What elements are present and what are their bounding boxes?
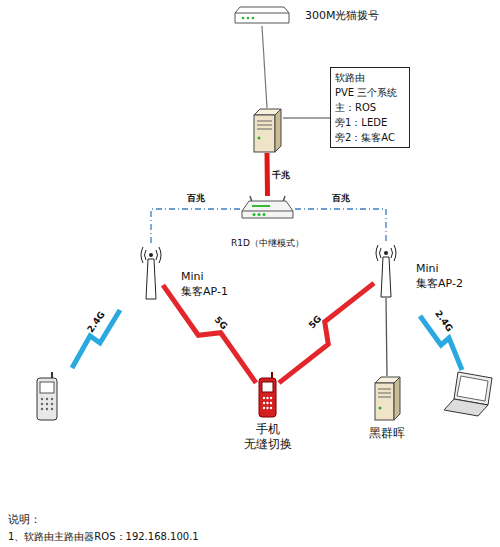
- access-point: Mini 集客AP-1: [139, 245, 163, 300]
- link-label: 5G: [213, 315, 230, 332]
- note-line: 软路由: [335, 70, 405, 85]
- leader-line: [283, 118, 330, 119]
- device-label: 黑群晖: [357, 426, 417, 441]
- laptop-icon: [444, 372, 492, 416]
- device-label: 手机 无缝切换: [232, 422, 303, 452]
- note-line: PVE 三个系统: [335, 85, 405, 100]
- nas-server: 黑群晖: [372, 376, 402, 421]
- modem-icon: [233, 4, 291, 26]
- band-label: 2.4G: [433, 309, 455, 334]
- access-point: Mini 集客AP-2: [374, 243, 398, 298]
- link-label: 百兆: [187, 192, 205, 205]
- antenna-icon: [139, 245, 163, 300]
- wifi-bolt: [72, 310, 120, 368]
- server-icon: [251, 108, 283, 153]
- device-label: Mini 集客AP-1: [181, 269, 237, 299]
- router-icon: [240, 196, 295, 222]
- antenna-icon: [374, 243, 398, 298]
- nas-icon: [372, 376, 402, 421]
- note-line: 主：ROS: [335, 100, 405, 115]
- phone-icon: [37, 372, 57, 420]
- wifi-link: [279, 283, 374, 383]
- ethernet-link: [151, 209, 240, 245]
- cable-link: [386, 298, 387, 376]
- soft-router-server: 软路由PVE 三个系统主：ROS旁1：LEDE旁2：集客AC: [251, 108, 283, 153]
- note-box: 软路由PVE 三个系统主：ROS旁1：LEDE旁2：集客AC: [330, 67, 410, 148]
- note-line: 旁1：LEDE: [335, 115, 405, 130]
- router-device: R1D（中继模式）: [240, 196, 295, 222]
- note-text: 说明：: [8, 512, 41, 527]
- wifi-link: [163, 285, 256, 383]
- cable-link: [265, 153, 271, 196]
- link-label: 千兆: [272, 168, 290, 181]
- modem-device: 300M光猫拨号: [233, 4, 291, 26]
- device-label: Mini 集客AP-2: [416, 261, 472, 291]
- device-label: 300M光猫拨号: [305, 8, 415, 23]
- phone-device: 手机 无缝切换: [256, 372, 279, 418]
- note-line: 旁2：集客AC: [335, 130, 405, 145]
- phone-icon: [256, 372, 279, 418]
- note-text: 1、软路由主路由器ROS：192.168.100.1: [8, 530, 199, 544]
- device-label: R1D（中继模式）: [222, 236, 313, 251]
- link-label: 百兆: [332, 192, 350, 205]
- link-label: 5G: [307, 314, 324, 331]
- cable-link: [262, 26, 267, 108]
- band-label: 2.4G: [85, 310, 107, 335]
- ethernet-link: [295, 209, 386, 243]
